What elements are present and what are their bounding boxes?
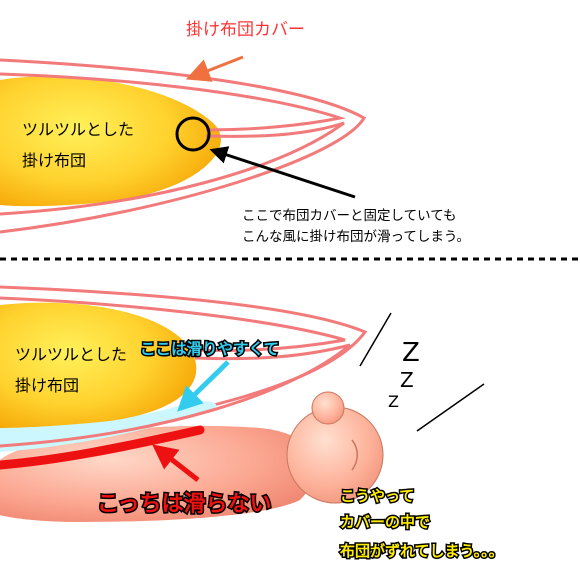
slippery-region — [0, 401, 217, 452]
note-line2: こんな風に掛け布団が滑ってしまう。 — [242, 229, 470, 245]
bottom-cover-inner-upper — [0, 296, 346, 353]
sleep-z-large: Z — [402, 338, 420, 368]
bottom-cover-inner-lower — [0, 343, 351, 448]
non-slip-pointer-arrow — [152, 444, 200, 482]
note-line1: ここで布団カバーと固定していても — [242, 208, 457, 224]
explanation-line3: 布団がずれてしまう。。。 — [340, 542, 504, 560]
not-slippery-label: こっちは滑らない — [97, 492, 271, 517]
note-pointer-arrow — [209, 146, 356, 199]
bottom-futon-label-line1: ツルツルとした — [15, 345, 127, 364]
sleeper-body — [0, 425, 317, 522]
cover-label: 掛け布団カバー — [186, 20, 305, 40]
non-slip-stroke — [0, 425, 205, 470]
top-cover-inner-lower — [0, 121, 345, 216]
top-panel: 掛け布団カバー ツルツルとした 掛け布団 ここで布団カバーと固定していても こん… — [0, 20, 470, 245]
bottom-futon — [0, 302, 197, 428]
sleeper-nose — [311, 391, 345, 425]
top-futon — [0, 76, 221, 207]
slippery-label: ここは滑りやすくて — [140, 340, 279, 358]
sleeper-ear — [351, 439, 358, 471]
top-cover-inner-upper — [0, 72, 346, 132]
bottom-panel: ツルツルとした 掛け布団 ここは滑りやすくて こっちは滑らない Z Z Z こう… — [0, 285, 505, 562]
sleep-line-left — [359, 312, 392, 367]
top-futon-label-line1: ツルツルとした — [22, 120, 134, 139]
sleep-z-medium: Z — [400, 368, 414, 392]
attachment-point-circle — [175, 116, 211, 152]
top-futon-label-line2: 掛け布団 — [22, 151, 86, 170]
slippery-pointer-arrow — [177, 360, 230, 412]
sleep-z-small: Z — [388, 392, 399, 411]
cover-pointer-arrow — [185, 55, 244, 82]
bottom-futon-label-line2: 掛け布団 — [15, 376, 79, 395]
explanation-line2: カバーの中で — [340, 513, 430, 531]
top-cover-outline — [0, 58, 367, 234]
sleep-line-right — [416, 383, 485, 432]
explanation-line1: こうやって — [340, 487, 414, 505]
